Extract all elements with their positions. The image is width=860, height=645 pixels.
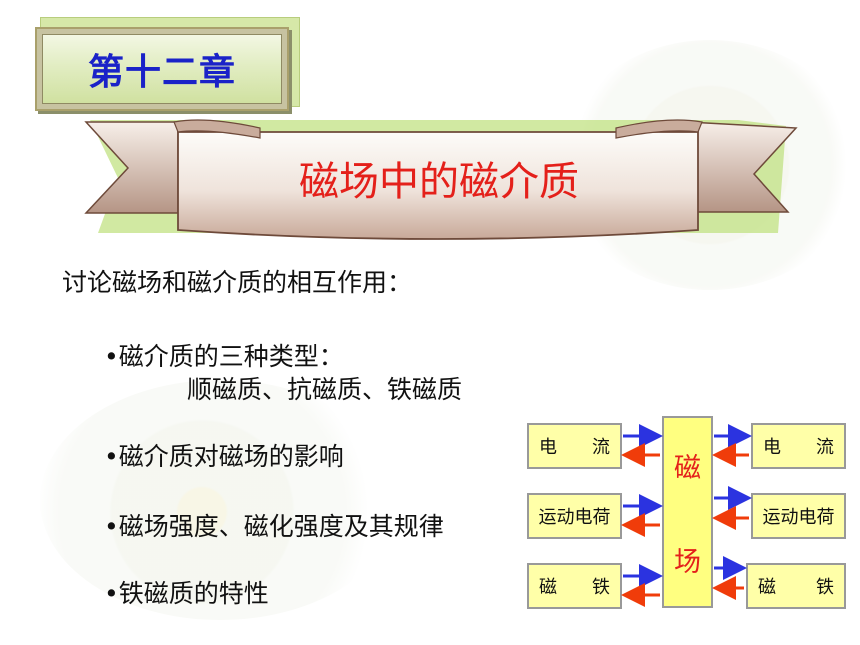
chapter-label: 第十二章 xyxy=(87,52,236,93)
bullet-medium-effect: •磁介质对磁场的影响 xyxy=(104,442,344,471)
bullet-field-intensity: •磁场强度、磁化强度及其规律 xyxy=(104,512,444,541)
left-current-char2: 流 xyxy=(592,437,610,458)
left-moving-charge-box: 运动电荷 xyxy=(527,493,622,539)
magnetic-field-box: 磁 场 xyxy=(662,416,713,608)
left-magnet-char1: 磁 xyxy=(539,577,557,598)
magnetic-field-char1: 磁 xyxy=(674,452,701,484)
chapter-tab: 第十二章 xyxy=(35,27,289,111)
left-moving-charge-label: 运动电荷 xyxy=(538,507,611,528)
left-magnet-box: 磁 铁 xyxy=(527,563,622,609)
banner-title: 磁场中的磁介质 xyxy=(299,159,579,205)
right-moving-charge-box: 运动电荷 xyxy=(751,493,846,539)
intro-text: 讨论磁场和磁介质的相互作用： xyxy=(62,268,413,297)
scroll-banner xyxy=(84,119,798,240)
right-magnet-char1: 磁 xyxy=(758,577,776,598)
left-magnet-char2: 铁 xyxy=(592,577,610,598)
magnetic-field-char2: 场 xyxy=(674,546,701,578)
right-magnet-box: 磁 铁 xyxy=(746,563,846,609)
left-current-char1: 电 xyxy=(539,437,557,458)
bullet-ferromagnetic: •铁磁质的特性 xyxy=(104,579,269,608)
bullet-medium-types: •磁介质的三种类型： xyxy=(104,342,344,371)
right-moving-charge-label: 运动电荷 xyxy=(762,507,835,528)
bullet-medium-types-sub: 顺磁质、抗磁质、铁磁质 xyxy=(187,375,463,404)
right-current-char1: 电 xyxy=(763,437,781,458)
right-current-char2: 流 xyxy=(816,437,834,458)
background-flower-bottom xyxy=(40,380,400,620)
right-magnet-char2: 铁 xyxy=(816,577,834,598)
right-current-box: 电 流 xyxy=(751,423,846,469)
